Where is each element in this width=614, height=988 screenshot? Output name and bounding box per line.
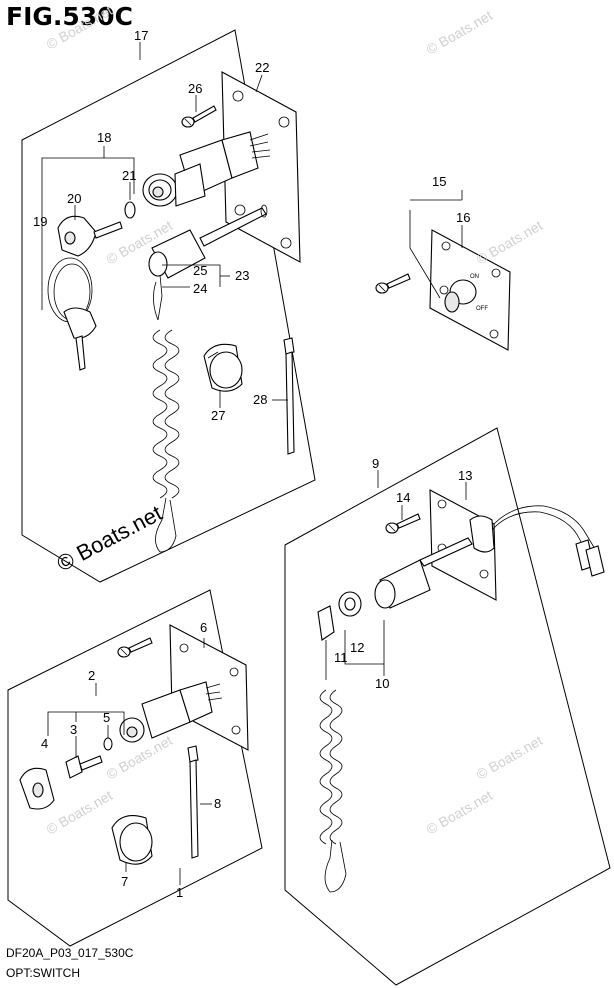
lanyard-switch-10 bbox=[374, 505, 605, 609]
callout-3: 3 bbox=[70, 722, 77, 737]
callout-17: 17 bbox=[134, 28, 148, 43]
switch-on-mark: ON bbox=[470, 274, 479, 280]
ignition-switch-2 bbox=[119, 681, 223, 743]
watermark-6: © Boats.net bbox=[424, 787, 496, 838]
leader-lines-9 bbox=[344, 470, 467, 676]
callout-26: 26 bbox=[188, 81, 202, 96]
callout-21: 21 bbox=[122, 168, 136, 183]
callout-5: 5 bbox=[103, 710, 110, 725]
watermark-1: © Boats.net bbox=[44, 2, 116, 53]
key-20 bbox=[57, 215, 123, 257]
callout-9: 9 bbox=[372, 456, 379, 471]
key-cap-4 bbox=[19, 767, 55, 810]
callout-labels: 17 22 26 18 21 20 19 25 23 24 27 28 15 1… bbox=[33, 28, 472, 900]
callout-27: 27 bbox=[211, 408, 225, 423]
callout-18: 18 bbox=[97, 130, 111, 145]
callout-4: 4 bbox=[41, 736, 48, 751]
group-panel-1 bbox=[7, 589, 263, 947]
callout-25: 25 bbox=[193, 263, 207, 278]
stop-cord-coil bbox=[152, 329, 180, 553]
callout-2: 2 bbox=[88, 668, 95, 683]
callout-23: 23 bbox=[235, 268, 249, 283]
callout-8: 8 bbox=[214, 796, 221, 811]
group-panel-9 bbox=[284, 427, 611, 986]
callout-15: 15 bbox=[432, 174, 446, 189]
watermark-8: © Boats.net bbox=[474, 732, 546, 783]
stop-switch-23 bbox=[148, 204, 268, 321]
washer-5 bbox=[103, 737, 113, 751]
callout-12: 12 bbox=[350, 640, 364, 655]
watermark-primary: © Boats.net bbox=[53, 500, 167, 576]
callout-7: 7 bbox=[121, 874, 128, 889]
key-lanyard-19 bbox=[47, 257, 97, 371]
callout-10: 10 bbox=[375, 676, 389, 691]
footer-name: OPT:SWITCH bbox=[6, 966, 80, 980]
cable-tie-8 bbox=[187, 745, 199, 859]
screw-6 bbox=[117, 637, 153, 658]
figure-title: FIG.530C bbox=[6, 2, 133, 31]
callout-13: 13 bbox=[458, 468, 472, 483]
callout-24: 24 bbox=[193, 281, 207, 296]
callout-28: 28 bbox=[253, 392, 267, 407]
switch-off-mark: OFF bbox=[476, 306, 488, 312]
screw-15 bbox=[375, 273, 411, 294]
callout-16: 16 bbox=[456, 210, 470, 225]
lanyard-clip-11 bbox=[317, 605, 347, 893]
cap-7 bbox=[111, 815, 153, 865]
watermark-4: © Boats.net bbox=[474, 217, 546, 268]
leader-lines-15 bbox=[409, 190, 463, 299]
leader-lines-1 bbox=[47, 638, 212, 885]
footer-code: DF20A_P03_017_530C bbox=[6, 946, 134, 960]
watermark-2: © Boats.net bbox=[424, 7, 496, 58]
callout-22: 22 bbox=[255, 60, 269, 75]
ignition-switch-18 bbox=[142, 131, 271, 207]
callout-20: 20 bbox=[67, 191, 81, 206]
screw-26 bbox=[181, 105, 217, 128]
cable-tie-28 bbox=[283, 337, 295, 455]
watermark-5: © Boats.net bbox=[44, 787, 116, 838]
screw-14 bbox=[385, 513, 421, 534]
group-panel-17 bbox=[21, 29, 316, 583]
leader-lines-17 bbox=[41, 42, 288, 408]
cap-27 bbox=[203, 343, 243, 392]
callout-6: 6 bbox=[200, 620, 207, 635]
callout-14: 14 bbox=[396, 490, 410, 505]
callout-11: 11 bbox=[334, 650, 348, 665]
nut-12 bbox=[338, 591, 362, 617]
key-3 bbox=[65, 755, 103, 779]
washer-21 bbox=[124, 201, 136, 219]
callout-1: 1 bbox=[176, 885, 183, 900]
callout-19: 19 bbox=[33, 214, 47, 229]
